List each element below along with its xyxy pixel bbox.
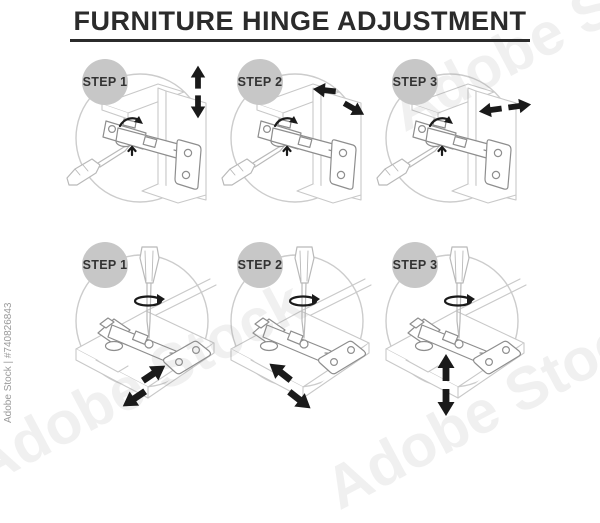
slanted-left-right-arrow-icon (302, 61, 379, 138)
step-cell-1-side-height: STEP 1 (62, 58, 217, 243)
step-cell-2-side: STEP 2 (217, 58, 372, 243)
step-label: STEP 3 (392, 75, 438, 89)
step-badge: STEP 1 (82, 59, 128, 105)
step-badge: STEP 1 (82, 242, 128, 288)
up-down-arrow-icon (401, 340, 491, 430)
step-label: STEP 1 (82, 75, 128, 89)
step-cell-4-top: STEP 1 (62, 241, 218, 426)
step-badge: STEP 2 (237, 59, 283, 105)
left-right-arrow-icon (467, 70, 544, 147)
diagonal-arrow-icon (245, 341, 335, 431)
up-down-arrow-icon (160, 54, 237, 131)
step-cell-6-top: STEP 3 (372, 241, 528, 426)
diagonal-arrow-icon (99, 341, 189, 431)
step-cell-5-top: STEP 2 (217, 241, 373, 426)
step-label: STEP 2 (237, 258, 283, 272)
adobe-stock-id-watermark: Adobe Stock | #740826843 (3, 302, 14, 423)
step-label: STEP 2 (237, 75, 283, 89)
header: FURNITURE HINGE ADJUSTMENT (0, 6, 600, 42)
step-label: STEP 1 (82, 258, 128, 272)
step-badge: STEP 3 (392, 59, 438, 105)
step-badge: STEP 3 (392, 242, 438, 288)
step-label: STEP 3 (392, 258, 438, 272)
step-cell-3-side: STEP 3 (372, 58, 527, 243)
step-badge: STEP 2 (237, 242, 283, 288)
page-title: FURNITURE HINGE ADJUSTMENT (70, 6, 530, 42)
